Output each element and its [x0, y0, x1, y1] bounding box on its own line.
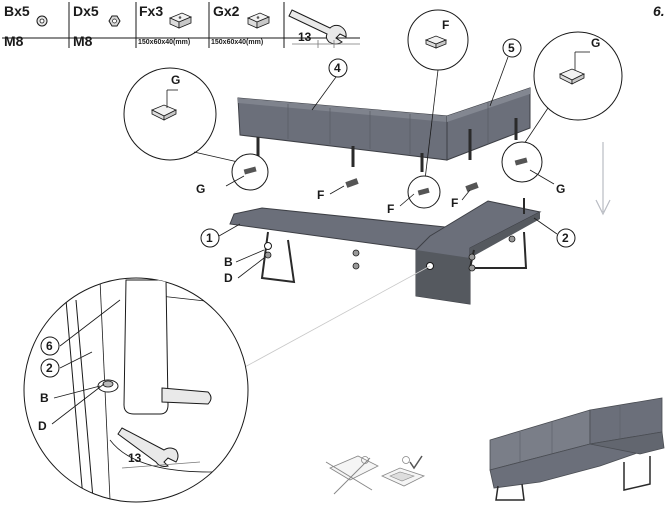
- leader-d: [237, 257, 265, 279]
- detail-circle-g-bolt-right: [501, 141, 555, 185]
- zoom-wrench-size: 13: [128, 451, 142, 465]
- callout-f-detail: F: [442, 18, 449, 32]
- nut-icon: [108, 15, 121, 27]
- part-number-5-label: 5: [508, 41, 515, 55]
- block-icon: [246, 12, 271, 29]
- leader-b: [235, 249, 265, 263]
- callout-b: B: [224, 255, 233, 269]
- callout-f2: F: [387, 202, 394, 216]
- callout-g-left: G: [196, 182, 205, 196]
- correct-placement-icon: [381, 455, 426, 487]
- part-number-4-label: 4: [334, 61, 341, 75]
- step-number: 6.: [653, 3, 665, 19]
- part-b-code: Bx5: [4, 3, 30, 19]
- zoom-number-2-label: 2: [46, 361, 53, 375]
- zoom-leader: [231, 265, 431, 375]
- part-d-code: Dx5: [73, 3, 99, 19]
- wrench-icon: [288, 9, 360, 48]
- parts-list: Bx5 M8 Dx5 M8 Fx3 150x60x40(mm) Gx2: [2, 2, 360, 49]
- backrest-5: [446, 87, 531, 161]
- part-number-2: [533, 217, 576, 248]
- wrench-size: 13: [298, 30, 312, 44]
- f-block-1: [345, 178, 359, 188]
- seat-frame: [229, 198, 542, 305]
- backrest-4: [237, 97, 448, 172]
- leader-f1: [329, 185, 345, 195]
- zoom-callout-b: B: [40, 391, 49, 405]
- zoom-callout-d: D: [38, 419, 47, 433]
- part-number-4: [311, 58, 348, 111]
- leader-f3: [461, 189, 471, 201]
- callout-g-detail-right: G: [591, 36, 600, 50]
- detail-circle-f-bolt: [407, 175, 441, 209]
- detail-circle-g-left: [123, 67, 239, 163]
- part-f-code: Fx3: [139, 3, 163, 19]
- zoom-detail-circle: [23, 277, 249, 503]
- part-number-5: [489, 38, 522, 107]
- part-d-size: M8: [73, 33, 93, 49]
- leader-f2: [399, 193, 415, 207]
- part-number-2-label: 2: [562, 231, 569, 245]
- callout-g-right: G: [556, 182, 565, 196]
- part-b-size: M8: [4, 33, 24, 49]
- part-g-size: 150x60x40(mm): [211, 39, 263, 46]
- part-g-code: Gx2: [213, 3, 240, 19]
- callout-f1: F: [317, 188, 324, 202]
- zoom-number-6-label: 6: [46, 339, 53, 353]
- f-block-3: [465, 182, 479, 192]
- detail-circle-f: [407, 9, 469, 189]
- part-number-1: [200, 223, 241, 248]
- finished-bench-thumbnail: [489, 397, 665, 501]
- callout-d: D: [224, 271, 233, 285]
- block-icon: [168, 12, 193, 29]
- zoom-number-6: [40, 336, 60, 356]
- detail-circle-g-bolt-left: [225, 153, 269, 191]
- washer-icon: [36, 15, 48, 27]
- detail-circle-g-right: [523, 31, 623, 145]
- wrong-placement-icon: [325, 455, 379, 495]
- part-f-size: 150x60x40(mm): [138, 39, 190, 46]
- callout-f3: F: [451, 196, 458, 210]
- down-arrow-icon: [595, 142, 611, 216]
- part-number-1-label: 1: [206, 231, 213, 245]
- callout-g-detail-left: G: [171, 73, 180, 87]
- zoom-number-2: [40, 358, 60, 378]
